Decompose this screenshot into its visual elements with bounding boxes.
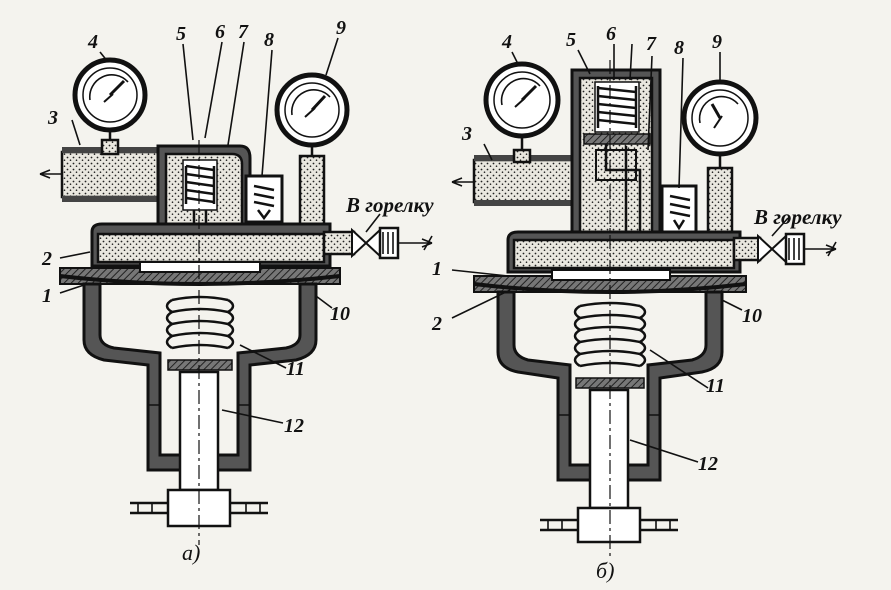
callout-12: 12 [698, 453, 718, 475]
caption-b: б) [596, 558, 614, 583]
adjusting-screw-icon [540, 388, 678, 544]
main-spring-icon [165, 295, 235, 371]
caption-a: а) [182, 540, 200, 565]
outlet-valve-icon [757, 232, 806, 266]
valve-spring-icon [184, 164, 216, 204]
callout-8: 8 [674, 37, 684, 59]
callout-6: 6 [606, 23, 616, 45]
callout-2: 2 [431, 313, 442, 335]
callout-11: 11 [706, 375, 725, 397]
outlet-valve-icon [351, 226, 400, 260]
regulator-b: 4 5 6 7 8 9 3 1 2 10 11 12 В горелку б) [431, 23, 842, 583]
callout-9: 9 [336, 17, 346, 39]
callout-5: 5 [176, 23, 186, 45]
gauge-4-icon [483, 61, 561, 158]
safety-valve-8-icon [660, 184, 698, 234]
callout-7: 7 [238, 21, 249, 43]
outlet-label: В горелку [753, 205, 842, 229]
callout-4: 4 [501, 31, 512, 53]
callout-3: 3 [461, 123, 472, 145]
gauge-9-icon [681, 79, 759, 170]
gauge-4-icon [72, 57, 148, 150]
callout-2: 2 [41, 248, 52, 270]
callout-4: 4 [87, 31, 98, 53]
callout-1: 1 [42, 285, 52, 307]
callout-9: 9 [712, 31, 722, 53]
callout-6: 6 [215, 21, 225, 43]
callout-10: 10 [742, 305, 762, 327]
outlet-label: В горелку [345, 193, 434, 217]
callout-7: 7 [646, 33, 657, 55]
gauge-9-icon [274, 72, 350, 160]
callout-12: 12 [284, 415, 304, 437]
callout-8: 8 [264, 29, 274, 51]
inlet-pipe [60, 150, 162, 199]
callout-10: 10 [330, 303, 350, 325]
callout-11: 11 [286, 358, 305, 380]
callout-5: 5 [566, 29, 576, 51]
regulator-a: 4 5 6 7 8 9 3 2 1 10 11 12 В горелку а) [39, 17, 434, 565]
valve-spring-icon [596, 86, 638, 128]
safety-valve-8-icon [244, 174, 284, 224]
callout-3: 3 [47, 107, 58, 129]
callout-1: 1 [432, 258, 442, 280]
